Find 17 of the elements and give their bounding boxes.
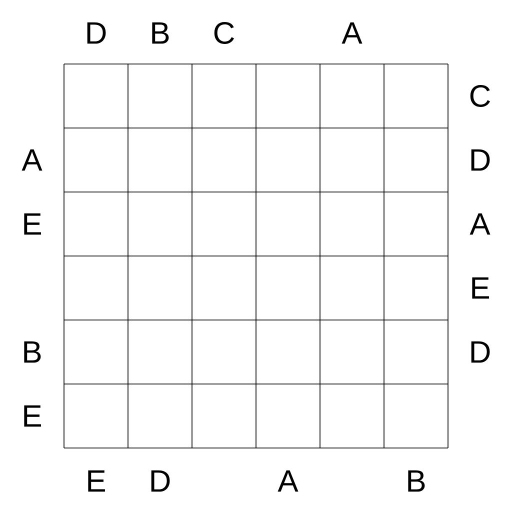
clue-letter: B: [24, 341, 41, 363]
clue-letter: E: [88, 470, 106, 492]
clue-letter: A: [470, 213, 490, 235]
clue-letter: D: [471, 341, 490, 363]
clue-letter: C: [470, 85, 490, 107]
clue-letter: A: [342, 22, 362, 44]
clue-letter: D: [87, 22, 106, 44]
clue-letter: E: [472, 277, 490, 299]
clue-letter: E: [24, 405, 42, 427]
clue-letter: A: [278, 470, 298, 492]
clue-letter: B: [408, 470, 425, 492]
clue-letter: D: [471, 149, 490, 171]
clue-letter: B: [152, 22, 169, 44]
clue-letter: D: [151, 470, 170, 492]
clue-letter: E: [24, 213, 42, 235]
clue-letter: A: [22, 149, 42, 171]
clue-letter: C: [214, 22, 234, 44]
